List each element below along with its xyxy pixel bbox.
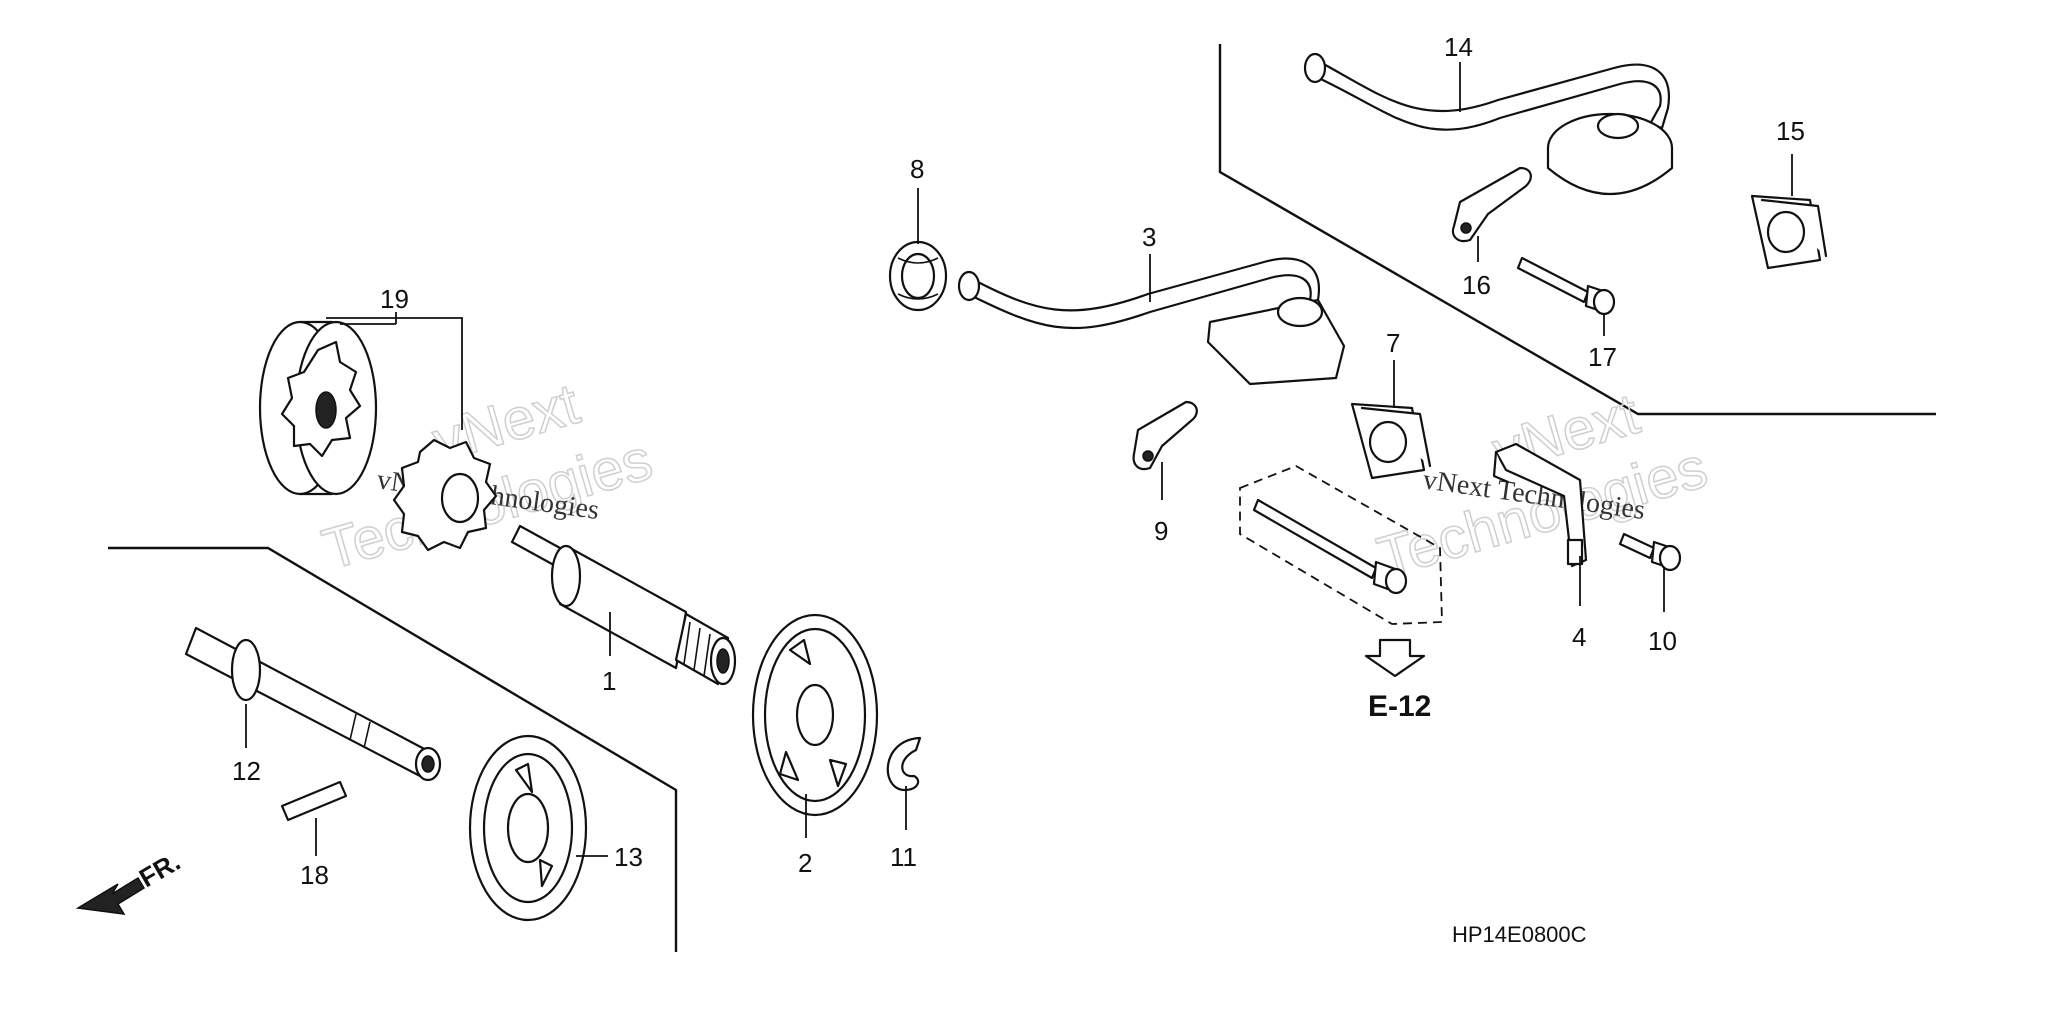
callout-18: 18	[300, 860, 329, 890]
flange-bolt-upper[interactable]	[1516, 256, 1616, 316]
reference-arrow	[1364, 638, 1426, 678]
circlip[interactable]	[886, 736, 922, 792]
callout-4: 4	[1572, 622, 1586, 652]
callout-14: 14	[1444, 32, 1473, 62]
reference-label: E-12	[1368, 690, 1431, 723]
callout-15: 15	[1776, 116, 1805, 146]
callout-17: 17	[1588, 342, 1617, 372]
frame-lines	[108, 44, 1936, 952]
callout-numbers: 1 2 3 4 7 8 9 10 11 12 13 14 15 16 17 18…	[232, 32, 1805, 890]
stay-plate-lower[interactable]	[1132, 400, 1198, 471]
rubber-mount-lower[interactable]	[1350, 402, 1432, 480]
leader-lines	[245, 62, 1793, 857]
drive-gear[interactable]	[468, 734, 588, 922]
callout-2: 2	[798, 848, 812, 878]
grommet-small[interactable]	[888, 240, 948, 312]
callout-9: 9	[1154, 516, 1168, 546]
outer-rotor[interactable]	[258, 320, 378, 496]
flange-bolt-lower[interactable]	[1618, 532, 1682, 572]
oil-pipe-upper[interactable]	[1303, 52, 1674, 195]
callout-7: 7	[1386, 328, 1400, 358]
pipe-bracket[interactable]	[1492, 442, 1588, 568]
dowel-pin[interactable]	[280, 780, 348, 822]
callout-16: 16	[1462, 270, 1491, 300]
oil-pipe-lower[interactable]	[957, 257, 1346, 386]
front-direction-arrow: FR.	[75, 846, 185, 915]
callout-11: 11	[890, 842, 917, 872]
callout-13: 13	[614, 842, 643, 872]
callout-19: 19	[380, 284, 409, 314]
driven-sprocket[interactable]	[751, 613, 879, 817]
inner-rotor[interactable]	[392, 438, 498, 552]
stay-plate-upper[interactable]	[1451, 166, 1532, 243]
pump-shaft[interactable]	[510, 524, 737, 686]
callout-3: 3	[1142, 222, 1156, 252]
diagram-code: HP14E0800C	[1452, 922, 1587, 947]
callout-12: 12	[232, 756, 261, 786]
reference-group-e12	[1239, 465, 1443, 625]
callout-1: 1	[602, 666, 616, 696]
rubber-mount-upper[interactable]	[1750, 194, 1828, 270]
callout-10: 10	[1648, 626, 1677, 656]
callout-8: 8	[910, 154, 924, 184]
oil-pump-drive-shaft[interactable]	[184, 626, 442, 782]
